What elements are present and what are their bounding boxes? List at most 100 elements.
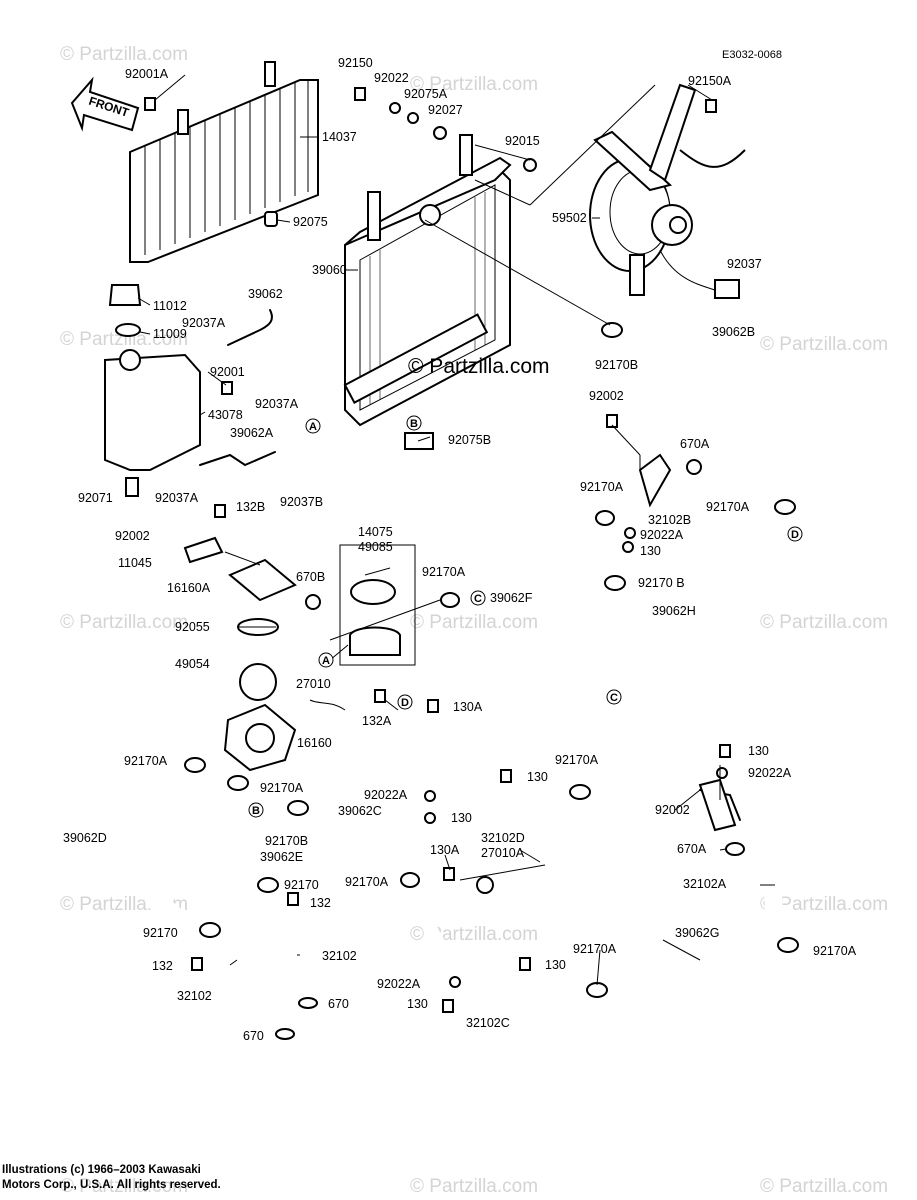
radiator-louver-guard [129, 61, 319, 263]
label-39062: 39062 [248, 287, 283, 301]
label-130: 130 [527, 770, 548, 784]
label-670: 670 [243, 1029, 264, 1043]
label-27010: 27010 [296, 677, 331, 691]
label-92170: 92170 [284, 878, 319, 892]
watermark: © Partzilla.com [760, 1176, 888, 1197]
label-92170: 92170 [143, 926, 178, 940]
label-130A: 130A [453, 700, 483, 714]
label-132: 132 [310, 896, 331, 910]
label-16160: 16160 [297, 736, 332, 750]
front-arrow-icon: FRONT [70, 76, 140, 132]
label-11045: 11045 [118, 556, 152, 570]
label-92027: 92027 [428, 103, 463, 117]
label-130: 130 [407, 997, 428, 1011]
watermark: © Partzilla.com [760, 334, 888, 355]
watermark: © Partzilla.com [760, 894, 888, 915]
center-watermark: © Partzilla.com [408, 355, 550, 378]
label-39062B: 39062B [712, 325, 755, 339]
label-92150A: 92150A [688, 74, 732, 88]
copyright-line-1: Illustrations (c) 1966–2003 Kawasaki [2, 1164, 201, 1176]
watermark: © Partzilla.com [410, 1176, 538, 1197]
watermark: © Partzilla.com [760, 612, 888, 633]
label-39062F: 39062F [490, 591, 533, 605]
label-11009: 11009 [153, 327, 187, 341]
label-32102D: 32102D [481, 831, 525, 845]
label-92002: 92002 [115, 529, 150, 543]
label-92170A: 92170A [345, 875, 389, 889]
label-39062A: 39062A [230, 426, 274, 440]
svg-text:D: D [791, 529, 799, 541]
label-39062E: 39062E [260, 850, 303, 864]
label-670B: 670B [296, 570, 325, 584]
label-92015: 92015 [505, 134, 540, 148]
label-92075A: 92075A [404, 87, 448, 101]
label-92170B: 92170B [595, 358, 638, 372]
label-16160A: 16160A [167, 581, 211, 595]
label-32102: 32102 [322, 949, 357, 963]
label-92001A: 92001A [125, 67, 169, 81]
label-130A: 130A [430, 843, 460, 857]
label-39062C: 39062C [338, 804, 382, 818]
label-92170A: 92170A [555, 753, 599, 767]
radiator [343, 134, 512, 427]
svg-text:C: C [610, 692, 618, 704]
reservoir-tank [104, 284, 201, 497]
diagram-code: E3032-0068 [722, 49, 782, 61]
svg-text:A: A [309, 421, 317, 433]
label-92071: 92071 [78, 491, 113, 505]
label-92150: 92150 [338, 56, 373, 70]
label-39062D: 39062D [63, 831, 107, 845]
label-92022A: 92022A [640, 528, 684, 542]
label-92037: 92037 [727, 257, 762, 271]
label-92170B: 92170B [265, 834, 308, 848]
label-39060: 39060 [312, 263, 347, 277]
label-49085: 49085 [358, 540, 393, 554]
part-labels: 92001A 14037 92075 92150 92022 92075A 92… [63, 56, 857, 1043]
label-132B: 132B [236, 500, 265, 514]
label-92037A: 92037A [155, 491, 199, 505]
label-92170A: 92170A [573, 942, 617, 956]
label-32102A: 32102A [683, 877, 727, 891]
label-92055: 92055 [175, 620, 210, 634]
svg-text:B: B [252, 805, 260, 817]
label-92001: 92001 [210, 365, 245, 379]
label-14075: 14075 [358, 525, 393, 539]
watermark: © Partzilla.com [410, 74, 538, 95]
label-670A: 670A [677, 842, 707, 856]
o-rings [275, 459, 745, 1040]
label-27010A: 27010A [481, 846, 525, 860]
label-92037A: 92037A [255, 397, 299, 411]
label-32102B: 32102B [648, 513, 691, 527]
label-49054: 49054 [175, 657, 210, 671]
label-92170B: 92170 B [638, 576, 685, 590]
leader-lines [137, 74, 775, 986]
label-92037B: 92037B [280, 495, 323, 509]
svg-text:C: C [474, 593, 482, 605]
label-32102: 32102 [177, 989, 212, 1003]
label-130: 130 [451, 811, 472, 825]
label-92170A: 92170A [422, 565, 466, 579]
hose-clamps [184, 322, 799, 998]
watermark: © Partzilla.com [60, 329, 188, 350]
label-59502: 59502 [552, 211, 587, 225]
copyright-line-2: Motors Corp., U.S.A. All rights reserved… [2, 1179, 221, 1191]
label-670: 670 [328, 997, 349, 1011]
copyright-notice: Illustrations (c) 1966–2003 Kawasaki Mot… [2, 1163, 221, 1193]
label-92022A: 92022A [377, 977, 421, 991]
callout-markers: A B D C A C D B [248, 415, 803, 818]
watermark: © Partzilla.com [60, 44, 188, 65]
svg-text:A: A [322, 655, 330, 667]
label-132A: 132A [362, 714, 392, 728]
label-92022A: 92022A [748, 766, 792, 780]
cooling-fan [589, 83, 746, 299]
label-92170A: 92170A [580, 480, 624, 494]
thermostat-housing [183, 536, 416, 772]
label-39062G: 39062G [675, 926, 719, 940]
label-132: 132 [152, 959, 173, 973]
label-92075: 92075 [293, 215, 328, 229]
watermark: © Partzilla.com [60, 1176, 188, 1197]
label-32102C: 32102C [466, 1016, 510, 1030]
label-130: 130 [748, 744, 769, 758]
label-92170A: 92170A [124, 754, 168, 768]
label-92170A: 92170A [260, 781, 304, 795]
